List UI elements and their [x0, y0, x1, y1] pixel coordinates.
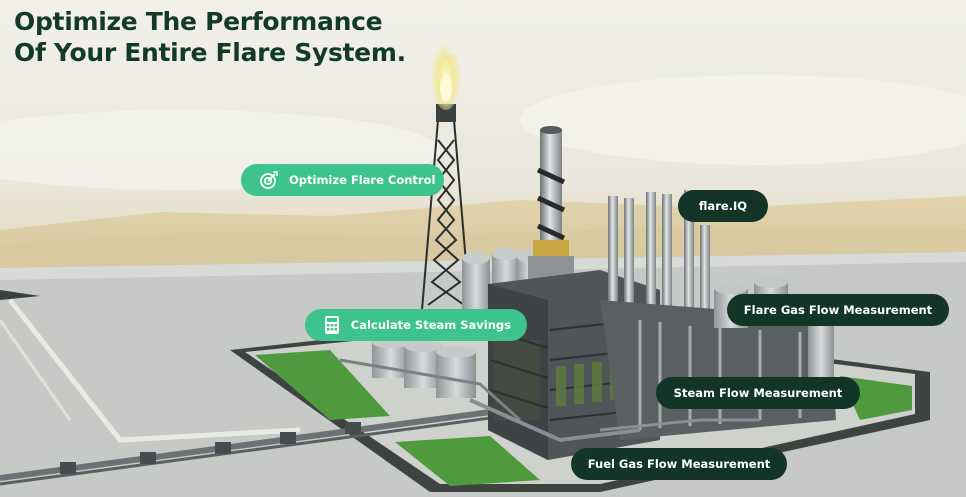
- calculator-icon: [323, 314, 341, 336]
- steam-flow-label: Steam Flow Measurement: [673, 386, 843, 400]
- calculate-steam-savings-button[interactable]: Calculate Steam Savings: [305, 309, 527, 341]
- flare-iq-button[interactable]: flare.IQ: [678, 190, 768, 222]
- optimize-flare-control-label: Optimize Flare Control: [289, 173, 436, 187]
- page-headline: Optimize The Performance Of Your Entire …: [14, 6, 406, 68]
- optimize-flare-control-button[interactable]: Optimize Flare Control: [241, 164, 444, 196]
- fuel-gas-flow-measurement-button[interactable]: Fuel Gas Flow Measurement: [571, 448, 787, 480]
- flare-gas-flow-label: Flare Gas Flow Measurement: [743, 303, 933, 317]
- fuel-gas-flow-label: Fuel Gas Flow Measurement: [587, 457, 771, 471]
- flare-iq-label: flare.IQ: [698, 199, 748, 213]
- steam-flow-measurement-button[interactable]: Steam Flow Measurement: [656, 377, 860, 409]
- target-icon: [259, 169, 279, 191]
- headline-line-1: Optimize The Performance: [14, 7, 383, 36]
- calculate-steam-savings-label: Calculate Steam Savings: [350, 318, 511, 332]
- flare-gas-flow-measurement-button[interactable]: Flare Gas Flow Measurement: [727, 294, 949, 326]
- headline-line-2: Of Your Entire Flare System.: [14, 38, 406, 67]
